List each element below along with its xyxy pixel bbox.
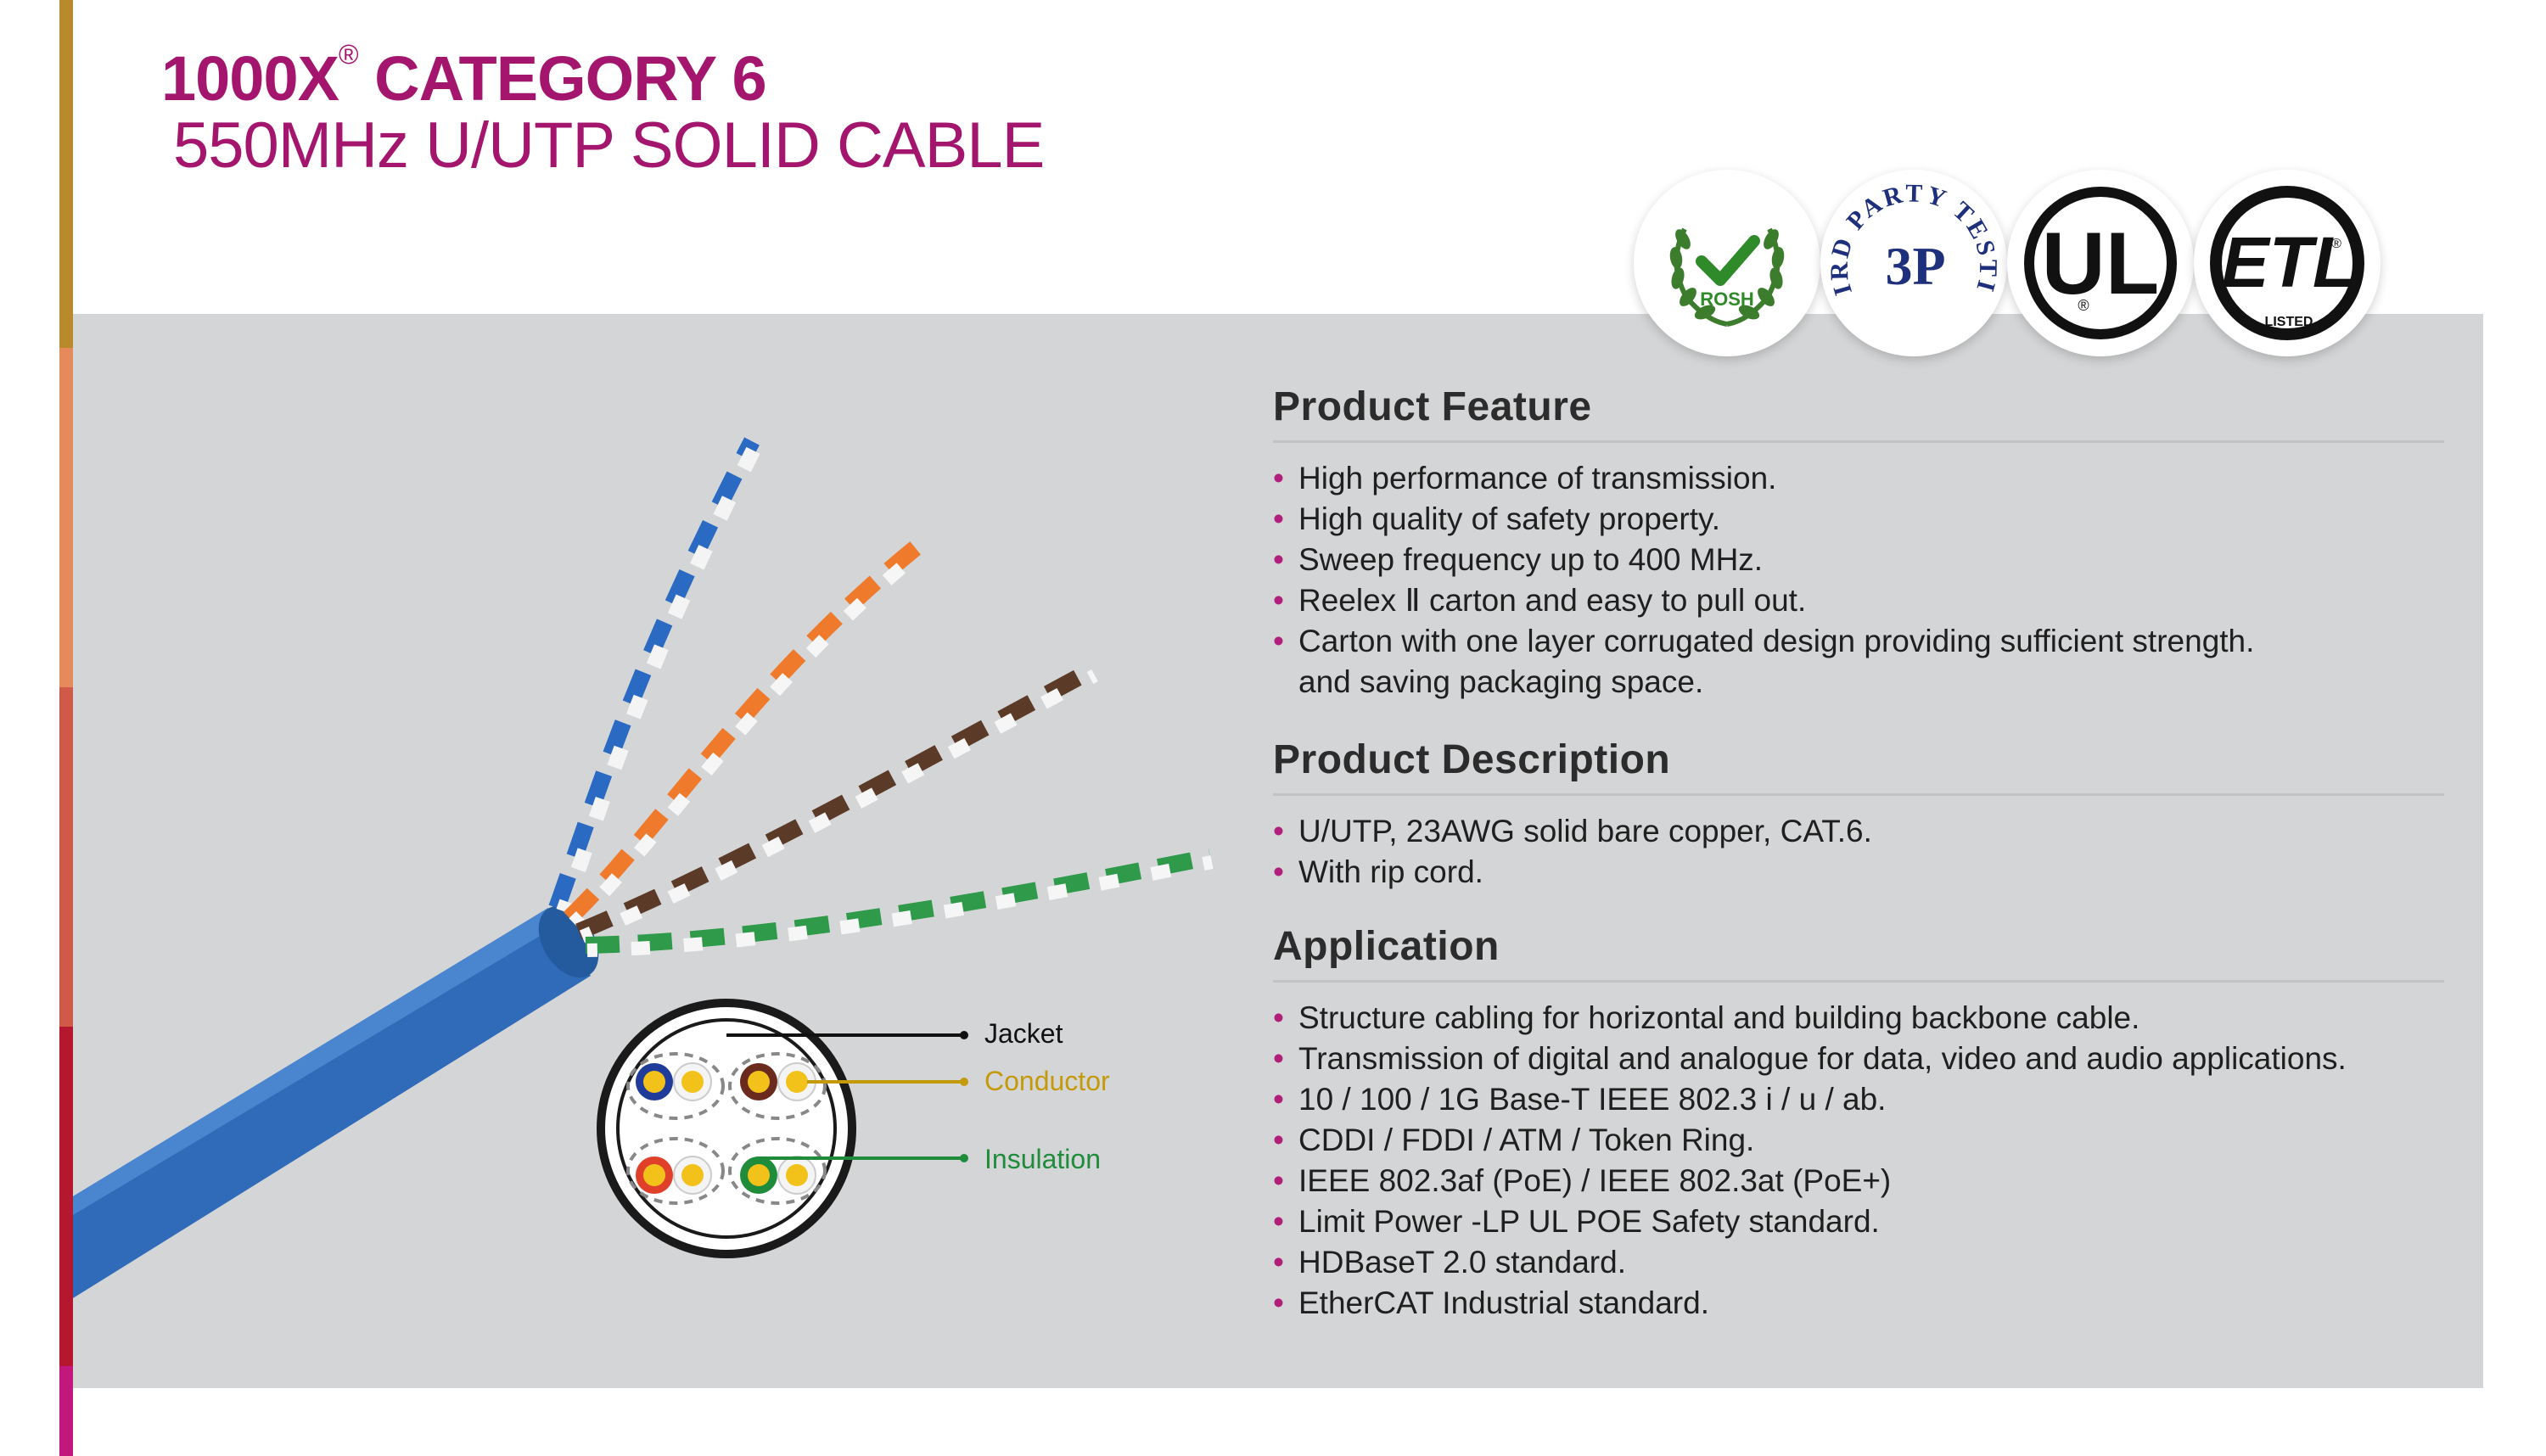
edge-seg-orange bbox=[59, 348, 73, 687]
list-item: U/UTP, 23AWG solid bare copper, CAT.6. bbox=[1273, 811, 2444, 852]
list-item: EtherCAT Industrial standard. bbox=[1273, 1283, 2444, 1324]
list-item: 10 / 100 / 1G Base-T IEEE 802.3 i / u / … bbox=[1273, 1079, 2444, 1120]
product-description-list: U/UTP, 23AWG solid bare copper, CAT.6. W… bbox=[1273, 811, 2444, 893]
third-party-testing-icon: THIRD PARTY TESTING 3P bbox=[1820, 170, 1999, 299]
product-feature-list: High performance of transmission. High q… bbox=[1273, 458, 2444, 703]
third-party-testing-badge: THIRD PARTY TESTING 3P bbox=[1820, 170, 2007, 356]
insulation-label: Insulation bbox=[984, 1144, 1101, 1174]
jacket-label: Jacket bbox=[984, 1018, 1063, 1049]
etl-listed-icon: ETL LISTED ® bbox=[2210, 186, 2364, 340]
rosh-badge: ROSH bbox=[1634, 170, 1820, 356]
ul-registered-mark: ® bbox=[2078, 297, 2089, 314]
wire-pair-green bbox=[585, 848, 1214, 957]
title-line-2: 550MHz U/UTP SOLID CABLE bbox=[173, 109, 1045, 182]
list-item: Structure cabling for horizontal and bui… bbox=[1273, 998, 2444, 1039]
edge-color-strip bbox=[59, 0, 73, 1456]
ul-badge-text: UL bbox=[2042, 215, 2160, 313]
etl-listed-badge: ETL LISTED ® bbox=[2194, 170, 2381, 356]
wire-pair-blue bbox=[548, 437, 765, 915]
list-item: High quality of safety property. bbox=[1273, 499, 2444, 540]
title-brand: 1000X bbox=[161, 43, 339, 114]
conductor-label: Conductor bbox=[984, 1066, 1110, 1096]
list-item: Sweep frequency up to 400 MHz. bbox=[1273, 540, 2444, 580]
list-item-continuation: and saving packaging space. bbox=[1298, 664, 1704, 699]
list-item: With rip cord. bbox=[1273, 852, 2444, 893]
product-description-section: Product Description U/UTP, 23AWG solid b… bbox=[1273, 736, 2444, 893]
list-item: Reelex Ⅱ carton and easy to pull out. bbox=[1273, 580, 2444, 621]
application-title: Application bbox=[1273, 923, 2444, 983]
etl-registered-mark: ® bbox=[2331, 237, 2341, 251]
registered-mark: ® bbox=[338, 39, 359, 70]
wire-pair-brown bbox=[575, 663, 1098, 944]
edge-seg-crimson bbox=[59, 1027, 73, 1366]
list-item: High performance of transmission. bbox=[1273, 458, 2444, 499]
list-item: IEEE 802.3af (PoE) / IEEE 802.3at (PoE+) bbox=[1273, 1161, 2444, 1201]
list-item: CDDI / FDDI / ATM / Token Ring. bbox=[1273, 1120, 2444, 1161]
cable-jacket bbox=[73, 905, 599, 1298]
product-feature-title: Product Feature bbox=[1273, 384, 2444, 443]
rosh-badge-text: ROSH bbox=[1700, 288, 1754, 310]
third-party-badge-text: 3P bbox=[1885, 236, 1945, 296]
product-description-title: Product Description bbox=[1273, 736, 2444, 796]
cross-section-diagram bbox=[597, 999, 968, 1258]
title-category: CATEGORY 6 bbox=[374, 43, 766, 114]
list-item: Transmission of digital and analogue for… bbox=[1273, 1039, 2444, 1079]
application-section: Application Structure cabling for horizo… bbox=[1273, 923, 2444, 1324]
edge-seg-red bbox=[59, 687, 73, 1027]
ul-icon: UL ® bbox=[2024, 187, 2177, 339]
laurel-check-icon: ROSH bbox=[1669, 227, 1785, 327]
conductor-dots bbox=[636, 1062, 816, 1195]
etl-listed-text: LISTED bbox=[2265, 315, 2313, 329]
etl-badge-text: ETL bbox=[2222, 222, 2357, 302]
edge-seg-gold bbox=[59, 0, 73, 348]
list-item: Carton with one layer corrugated design … bbox=[1273, 621, 2444, 662]
title-line-1: 1000X® CATEGORY 6 bbox=[161, 39, 767, 115]
application-list: Structure cabling for horizontal and bui… bbox=[1273, 998, 2444, 1324]
product-feature-section: Product Feature High performance of tran… bbox=[1273, 384, 2444, 703]
list-item: HDBaseT 2.0 standard. bbox=[1273, 1242, 2444, 1283]
edge-seg-magenta bbox=[59, 1366, 73, 1456]
wire-pair-orange bbox=[564, 536, 930, 928]
cable-illustration bbox=[73, 437, 1214, 1298]
list-item: Limit Power -LP UL POE Safety standard. bbox=[1273, 1201, 2444, 1242]
ul-badge: UL ® bbox=[2007, 170, 2194, 356]
